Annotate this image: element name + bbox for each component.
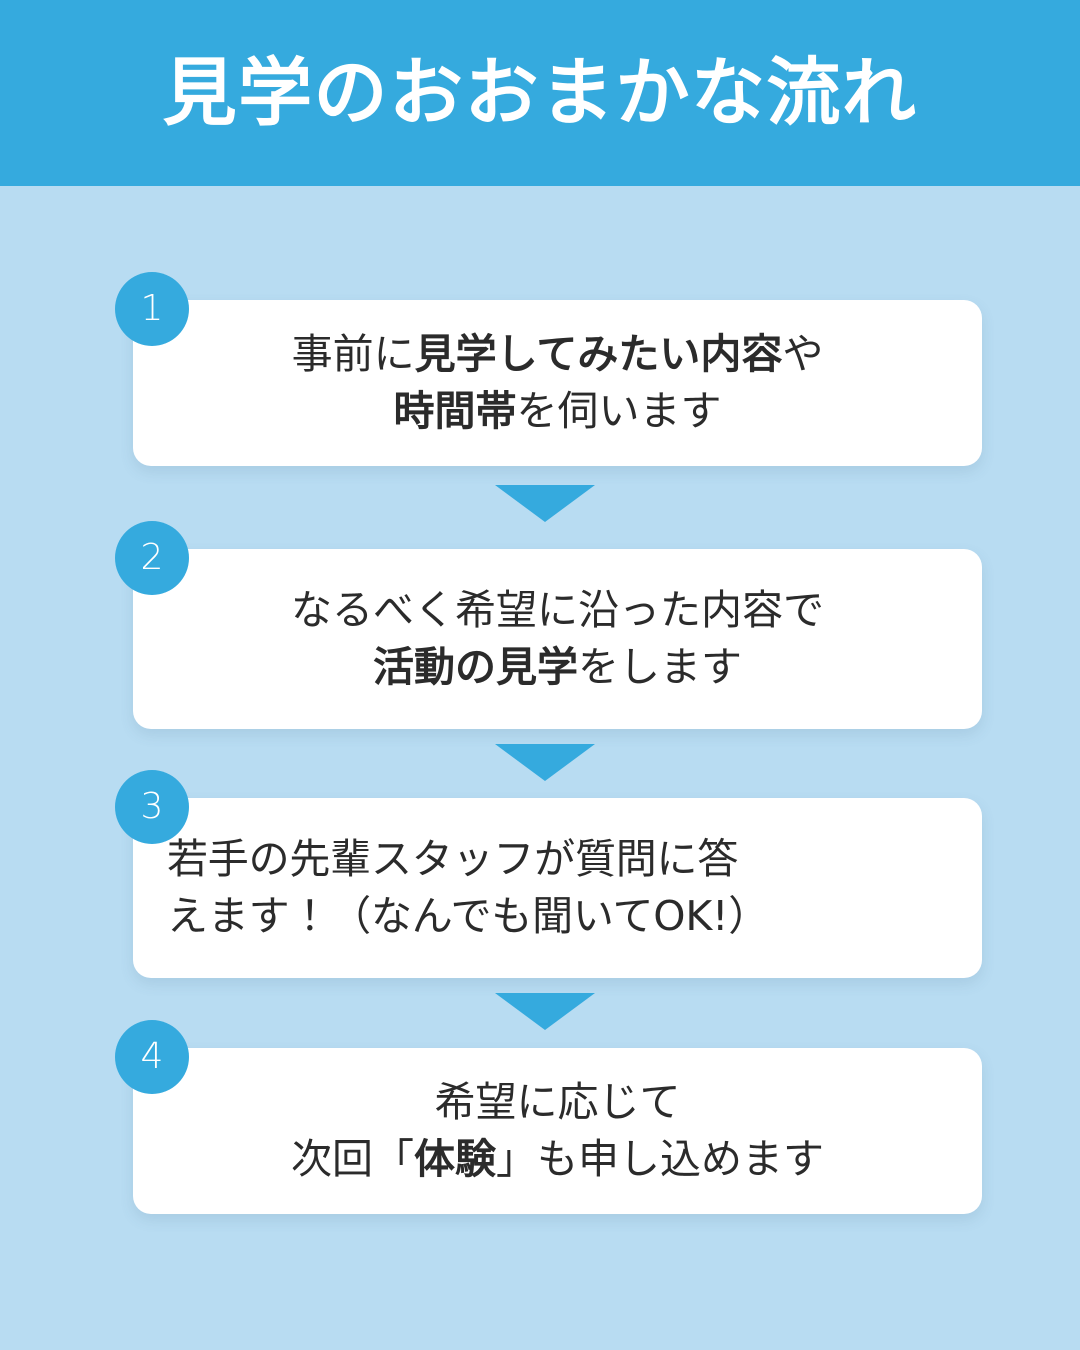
arrow-step-2-to-3 <box>495 744 595 781</box>
step-card-1: 1 事前に見学してみたい内容や時間帯を伺います <box>115 272 982 466</box>
step-card-4: 4 希望に応じて次回「体験」も申し込めます <box>115 1020 982 1214</box>
step-number-badge-4: 4 <box>115 1020 189 1094</box>
flow-step-4: 4 希望に応じて次回「体験」も申し込めます <box>115 1020 982 1214</box>
step-text-1: 事前に見学してみたい内容や時間帯を伺います <box>291 330 824 435</box>
page-title: 見学のおおまかな流れ <box>162 50 918 136</box>
flow-step-1: 1 事前に見学してみたい内容や時間帯を伺います <box>115 272 982 466</box>
flow-step-3: 3 若手の先輩スタッフが質問に答えます！（なんでも聞いてOK!） <box>115 770 982 978</box>
step-number-badge-2: 2 <box>115 521 189 595</box>
down-triangle-icon <box>495 993 595 1030</box>
step-text-4: 希望に応じて次回「体験」も申し込めます <box>291 1078 824 1183</box>
flow-steps-container: 1 事前に見学してみたい内容や時間帯を伺います 2 なるべく希望に沿った内容で活… <box>0 186 1080 1350</box>
step-card-2: 2 なるべく希望に沿った内容で活動の見学をします <box>115 521 982 729</box>
arrow-step-1-to-2 <box>495 485 595 522</box>
arrow-step-3-to-4 <box>495 993 595 1030</box>
flow-step-2: 2 なるべく希望に沿った内容で活動の見学をします <box>115 521 982 729</box>
down-triangle-icon <box>495 485 595 522</box>
header-banner: 見学のおおまかな流れ <box>0 0 1080 186</box>
step-text-3: 若手の先輩スタッフが質問に答えます！（なんでも聞いてOK!） <box>167 835 770 940</box>
step-card-3: 3 若手の先輩スタッフが質問に答えます！（なんでも聞いてOK!） <box>115 770 982 978</box>
down-triangle-icon <box>495 744 595 781</box>
step-text-2: なるべく希望に沿った内容で活動の見学をします <box>291 586 824 691</box>
step-number-badge-1: 1 <box>115 272 189 346</box>
step-number-badge-3: 3 <box>115 770 189 844</box>
